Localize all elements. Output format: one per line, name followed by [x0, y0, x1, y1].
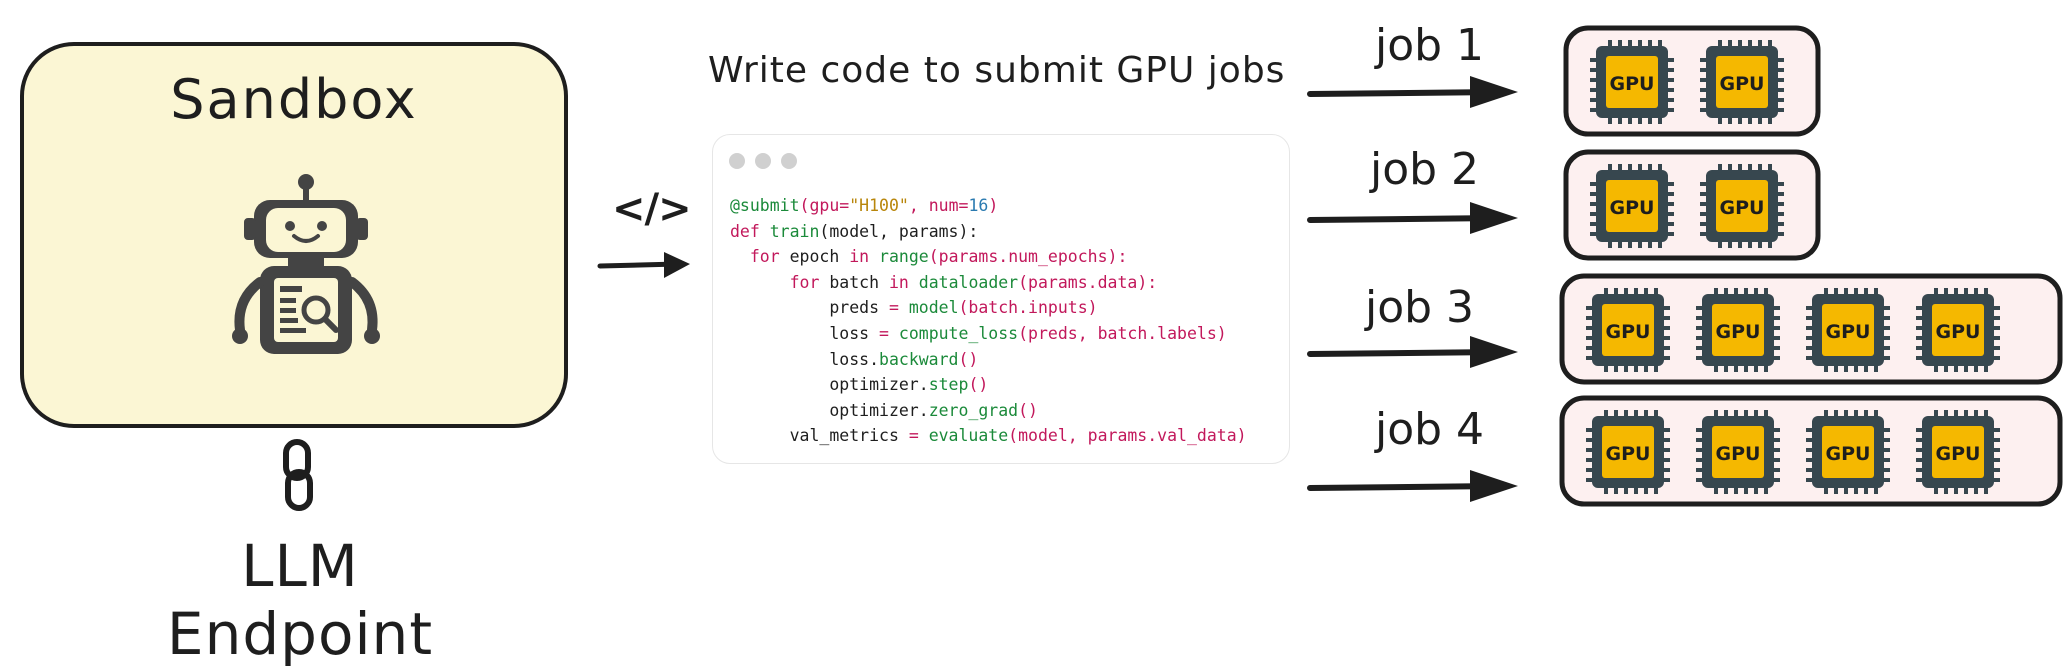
- code-icon: </>: [612, 186, 692, 232]
- code-line: optimizer.step(): [730, 375, 989, 395]
- gpu-label: GPU: [1716, 321, 1761, 343]
- llm-endpoint-label: LLM Endpoint: [166, 532, 434, 668]
- job-arrow: [1307, 349, 1503, 357]
- code-line: def train(model, params):: [730, 221, 979, 241]
- arrow-head-icon: [1470, 202, 1518, 234]
- code-editor-card: @submit(gpu="H100", num=16) def train(mod…: [712, 134, 1290, 464]
- job-label: job 1: [1374, 20, 1484, 71]
- code-line: @submit(gpu="H100", num=16): [730, 196, 999, 215]
- gpu-chip-icon: GPU: [1916, 288, 2000, 372]
- job-label: job 3: [1364, 282, 1474, 333]
- gpu-label: GPU: [1716, 443, 1761, 465]
- gpu-chip-icon: GPU: [1586, 410, 1670, 494]
- sandbox-title: Sandbox: [170, 68, 418, 131]
- job-arrow: [1307, 483, 1503, 491]
- job-label: job 2: [1369, 144, 1479, 195]
- gpu-chip-icon: GPU: [1700, 40, 1784, 124]
- gpu-label: GPU: [1826, 321, 1871, 343]
- code-line: loss.backward(): [730, 349, 979, 369]
- gpu-chip-icon: GPU: [1696, 288, 1780, 372]
- gpu-jobs-panel: job 1 GPU GPU job 2 GPU GPU job 3 GPU GPU GPU GPU j…: [1307, 20, 2063, 507]
- gpu-label: GPU: [1606, 321, 1651, 343]
- gpu-label: GPU: [1606, 443, 1651, 465]
- gpu-chip-icon: GPU: [1586, 288, 1670, 372]
- gpu-label: GPU: [1720, 73, 1765, 95]
- gpu-label: GPU: [1720, 197, 1765, 219]
- code-line: for batch in dataloader(params.data):: [789, 272, 1158, 292]
- code-line: preds = model(batch.inputs): [730, 298, 1098, 318]
- gpu-label: GPU: [1610, 73, 1655, 95]
- arrow-head-icon: [1470, 470, 1518, 502]
- gpu-label: GPU: [1826, 443, 1871, 465]
- gpu-chip-icon: GPU: [1590, 164, 1674, 248]
- gpu-chip-icon: GPU: [1700, 164, 1784, 248]
- gpu-label: GPU: [1610, 197, 1655, 219]
- gpu-chip-icon: GPU: [1806, 410, 1890, 494]
- link-icon: [283, 439, 313, 511]
- code-line: loss = compute_loss(preds, batch.labels): [730, 323, 1227, 343]
- code-line: optimizer.zero_grad(): [730, 400, 1038, 420]
- robot-icon: [232, 174, 380, 354]
- arrow-to-code: [597, 252, 690, 278]
- job-arrow: [1307, 215, 1503, 223]
- window-dot-icon: [729, 153, 745, 169]
- arrow-head-icon: [1470, 76, 1518, 108]
- window-dot-icon: [755, 153, 771, 169]
- window-dot-icon: [781, 153, 797, 169]
- code-caption: Write code to submit GPU jobs: [708, 50, 1286, 91]
- gpu-label: GPU: [1936, 321, 1981, 343]
- job-label: job 4: [1374, 404, 1484, 455]
- gpu-chip-icon: GPU: [1590, 40, 1674, 124]
- gpu-chip-icon: GPU: [1696, 410, 1780, 494]
- gpu-chip-icon: GPU: [1806, 288, 1890, 372]
- code-line: val_metrics = evaluate(model, params.val…: [730, 426, 1247, 446]
- code-block: @submit(gpu="H100", num=16) def train(mod…: [730, 193, 1247, 449]
- arrow-head-icon: [1470, 336, 1518, 368]
- gpu-label: GPU: [1936, 443, 1981, 465]
- job-arrow: [1307, 89, 1503, 97]
- code-line: for epoch in range(params.num_epochs):: [749, 247, 1128, 267]
- gpu-chip-icon: GPU: [1916, 410, 2000, 494]
